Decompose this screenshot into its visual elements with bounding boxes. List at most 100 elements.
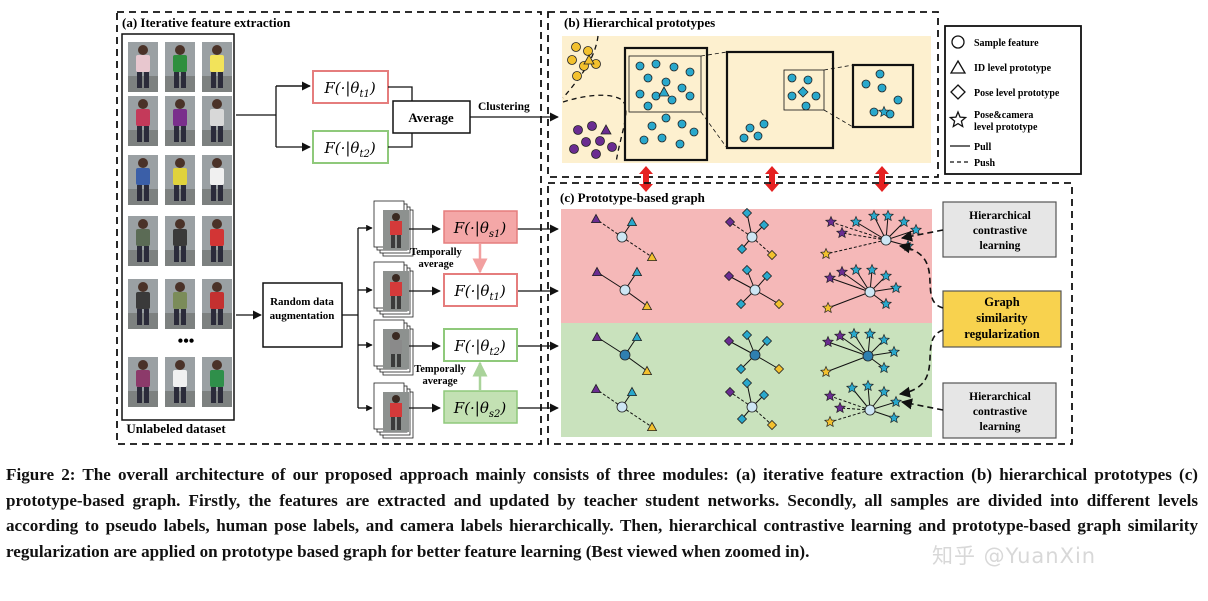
teacher-t1-box <box>312 70 389 104</box>
cyan-sample <box>893 95 903 105</box>
cyan-sample <box>675 139 685 149</box>
graph-node <box>865 263 879 276</box>
dataset-frame <box>121 33 235 421</box>
id-cluster-box <box>623 46 709 162</box>
person-thumbnail <box>165 96 195 146</box>
cyan-sample <box>669 62 679 72</box>
graph-edge <box>751 236 773 256</box>
graph-edge <box>825 355 869 373</box>
cyan-sample <box>685 91 695 101</box>
graph-node <box>736 243 748 255</box>
augmented-image-stacks <box>373 200 414 439</box>
legend-sample: Sample feature <box>974 38 1039 49</box>
graph-node <box>877 385 891 398</box>
cyan-sample <box>661 113 671 123</box>
student-s1-label: F(·|θs1) <box>453 219 507 240</box>
regularization-3: regularization <box>964 327 1039 341</box>
graph-edge <box>829 395 871 411</box>
person-thumbnail <box>202 216 232 266</box>
cyan-posecam-prototype <box>877 105 891 118</box>
graph-node <box>758 389 770 401</box>
graph-node <box>724 386 736 398</box>
graph-node <box>590 383 602 393</box>
graph-node <box>735 298 747 310</box>
graph-edge <box>829 409 871 423</box>
cyan-sample <box>657 133 667 143</box>
graph-node <box>736 413 748 425</box>
graph-edge <box>827 341 869 357</box>
graph-node <box>819 247 833 260</box>
image-stack <box>373 261 414 318</box>
teacher-t1-label-lower: F(·|θt1) <box>453 282 506 303</box>
graph-center-node <box>619 349 631 361</box>
prototype-graph <box>590 213 658 261</box>
graph-node <box>833 401 847 414</box>
yellow-sample <box>583 54 595 65</box>
graph-node <box>773 363 785 375</box>
prototype-graph <box>590 383 658 431</box>
temporally-average-top-2: average <box>419 259 454 270</box>
legend-posecam-1: Pose&camera <box>974 110 1033 121</box>
purple-sample <box>581 137 591 147</box>
panel-c: (c) Prototype-based graph Hierarchical c… <box>547 182 1073 445</box>
teacher-t1-box-lower <box>443 273 518 307</box>
zoom-line <box>823 109 854 128</box>
graph-node <box>735 363 747 375</box>
legend-id: ID level prototype <box>974 63 1052 74</box>
person-thumbnail <box>128 357 158 407</box>
graph-node <box>741 377 753 389</box>
graph-edge <box>621 236 653 258</box>
teacher-t2-label-lower: F(·|θt2) <box>453 337 506 358</box>
legend-star-icon <box>948 110 968 128</box>
bidirectional-arrow <box>875 166 889 192</box>
graph-edge <box>839 335 869 357</box>
augmentation-line2: augmentation <box>270 310 335 322</box>
graph-node <box>641 365 653 375</box>
panel-a: (a) Iterative feature extraction ••• Unl… <box>116 11 559 445</box>
purple-sample <box>595 136 605 146</box>
person-thumbnail <box>202 155 232 205</box>
cyan-sample <box>651 59 661 69</box>
prototype-graph <box>724 377 778 431</box>
cyan-pose-prototype <box>797 86 809 98</box>
posecam-level-box <box>851 63 915 129</box>
graph-edge <box>751 406 773 426</box>
graph-node <box>761 270 773 282</box>
yellow-sample <box>583 46 593 56</box>
graph-node <box>835 265 849 278</box>
graph-node <box>741 264 753 276</box>
average-box <box>392 100 471 134</box>
person-thumbnail <box>202 279 232 329</box>
bidirectional-arrow <box>639 166 653 192</box>
graph-center-node <box>864 286 876 298</box>
cyan-sample <box>635 89 645 99</box>
graph-node <box>723 335 735 347</box>
regularization-1: Graph <box>984 295 1019 309</box>
teacher-t2-label: F(·|θt2) <box>323 139 376 160</box>
contrastive-top-2: contrastive <box>973 225 1027 237</box>
graph-node <box>723 270 735 282</box>
contrastive-bottom-2: contrastive <box>973 406 1027 418</box>
prototype-graph <box>724 207 778 261</box>
pose-inner-box <box>783 69 825 111</box>
cyan-sample <box>647 121 657 131</box>
ellipsis: ••• <box>178 333 195 350</box>
graph-node <box>626 216 638 226</box>
cyan-sample <box>689 127 699 137</box>
purple-sample <box>569 144 579 154</box>
graph-node <box>761 335 773 347</box>
pose-level-box <box>725 50 835 150</box>
figure-caption: Figure 2: The overall architecture of ou… <box>6 465 1198 562</box>
cyan-sample <box>639 135 649 145</box>
augmentation-line1: Random data <box>270 296 334 308</box>
person-thumbnail <box>165 216 195 266</box>
student-s2-box <box>443 390 518 424</box>
graph-node <box>823 389 837 402</box>
cyan-sample <box>803 75 813 85</box>
person-thumbnail <box>128 96 158 146</box>
contrastive-top-3: learning <box>980 240 1021 252</box>
contrastive-box-top <box>942 201 1057 258</box>
cyan-sample <box>869 107 879 117</box>
person-thumbnail <box>165 357 195 407</box>
cyan-sample <box>875 69 885 79</box>
